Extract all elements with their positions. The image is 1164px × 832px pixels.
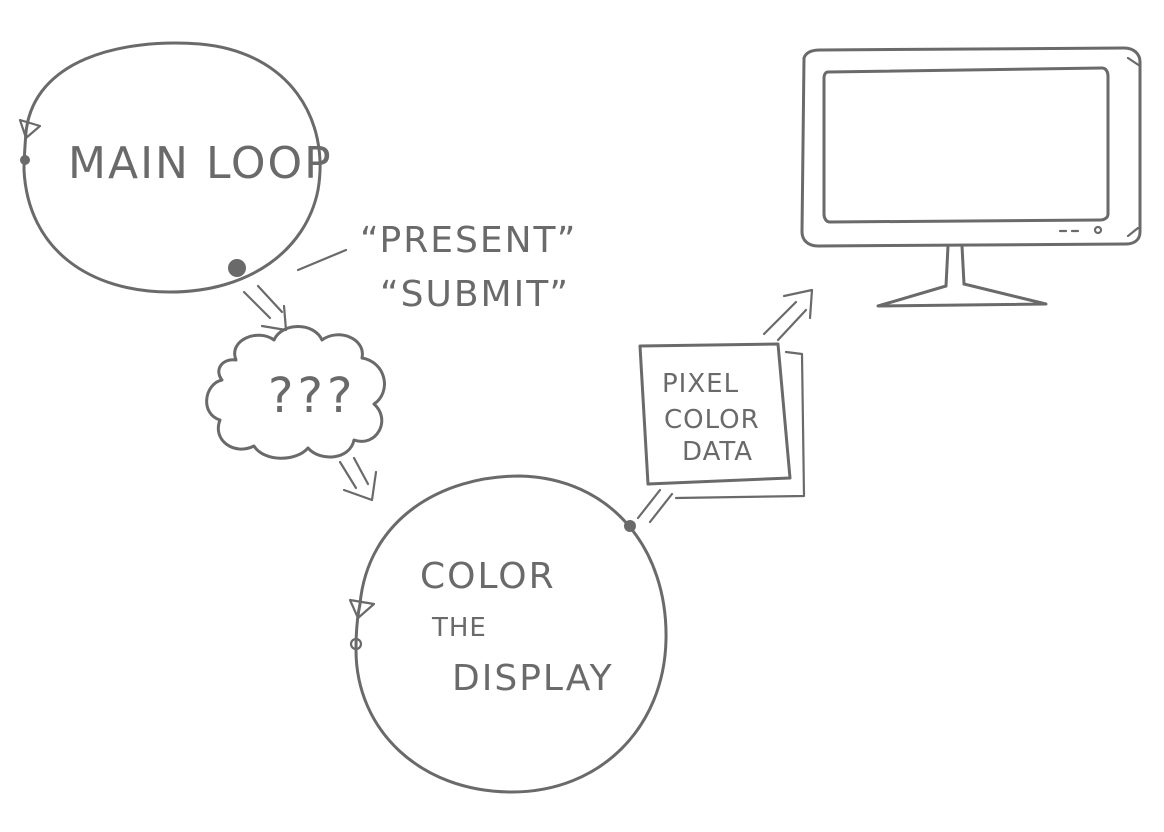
pixel-data-line-3: DATA <box>682 437 753 467</box>
main-loop-start-dot <box>20 155 30 165</box>
hollow-arrowhead-icon <box>342 470 378 502</box>
annotation-leader-line <box>296 248 348 272</box>
hollow-arrow-shaft <box>762 300 808 342</box>
arrow-data-to-monitor <box>762 288 814 342</box>
pixel-data-back-page <box>674 350 806 500</box>
monitor-screen <box>822 66 1110 224</box>
cloud-outline <box>205 325 386 460</box>
main-loop-label: MAIN LOOP <box>68 138 333 189</box>
pixel-data-node: PIXEL COLOR DATA <box>638 342 806 500</box>
present-label: “PRESENT” <box>360 220 577 261</box>
monitor-node <box>800 46 1142 308</box>
color-display-node: COLOR THE DISPLAY <box>348 474 668 794</box>
main-loop-node: MAIN LOOP <box>18 41 333 294</box>
pixel-data-line-2: COLOR <box>664 405 760 435</box>
color-display-circle <box>354 474 668 794</box>
monitor-outer-frame <box>800 46 1142 248</box>
main-loop-exit-dot <box>228 259 246 277</box>
monitor-power-icon <box>1093 225 1103 235</box>
hollow-arrowhead-icon <box>260 304 288 332</box>
arrow-cloud-to-display <box>338 456 378 502</box>
unknown-cloud-node: ??? <box>205 325 386 460</box>
color-display-exit-dot <box>624 520 636 532</box>
pixel-data-front-page <box>638 342 792 486</box>
main-loop-circle <box>22 41 322 294</box>
hollow-arrow-shaft <box>338 456 370 490</box>
cloud-question-marks: ??? <box>268 368 356 424</box>
pixel-data-line-1: PIXEL <box>662 369 739 399</box>
color-display-line-3: DISPLAY <box>452 658 614 699</box>
hollow-arrowhead-icon <box>782 288 814 320</box>
hollow-arrow-shaft <box>242 284 284 320</box>
submit-label: “SUBMIT” <box>380 274 570 315</box>
monitor-stand-neck <box>944 244 966 288</box>
hollow-arrow-shaft <box>636 488 674 524</box>
color-display-line-1: COLOR <box>420 556 556 597</box>
arrow-main-to-cloud <box>242 284 288 332</box>
monitor-side-edge <box>1126 56 1142 238</box>
color-display-arrowhead-icon <box>348 598 376 620</box>
color-display-start-dot <box>349 637 363 651</box>
color-display-line-2: THE <box>431 613 487 643</box>
monitor-stand-base <box>876 282 1048 308</box>
arrow-display-to-data <box>636 488 674 524</box>
present-submit-annotation: “PRESENT” “SUBMIT” <box>296 220 577 315</box>
main-loop-arrowhead-icon <box>18 118 42 140</box>
